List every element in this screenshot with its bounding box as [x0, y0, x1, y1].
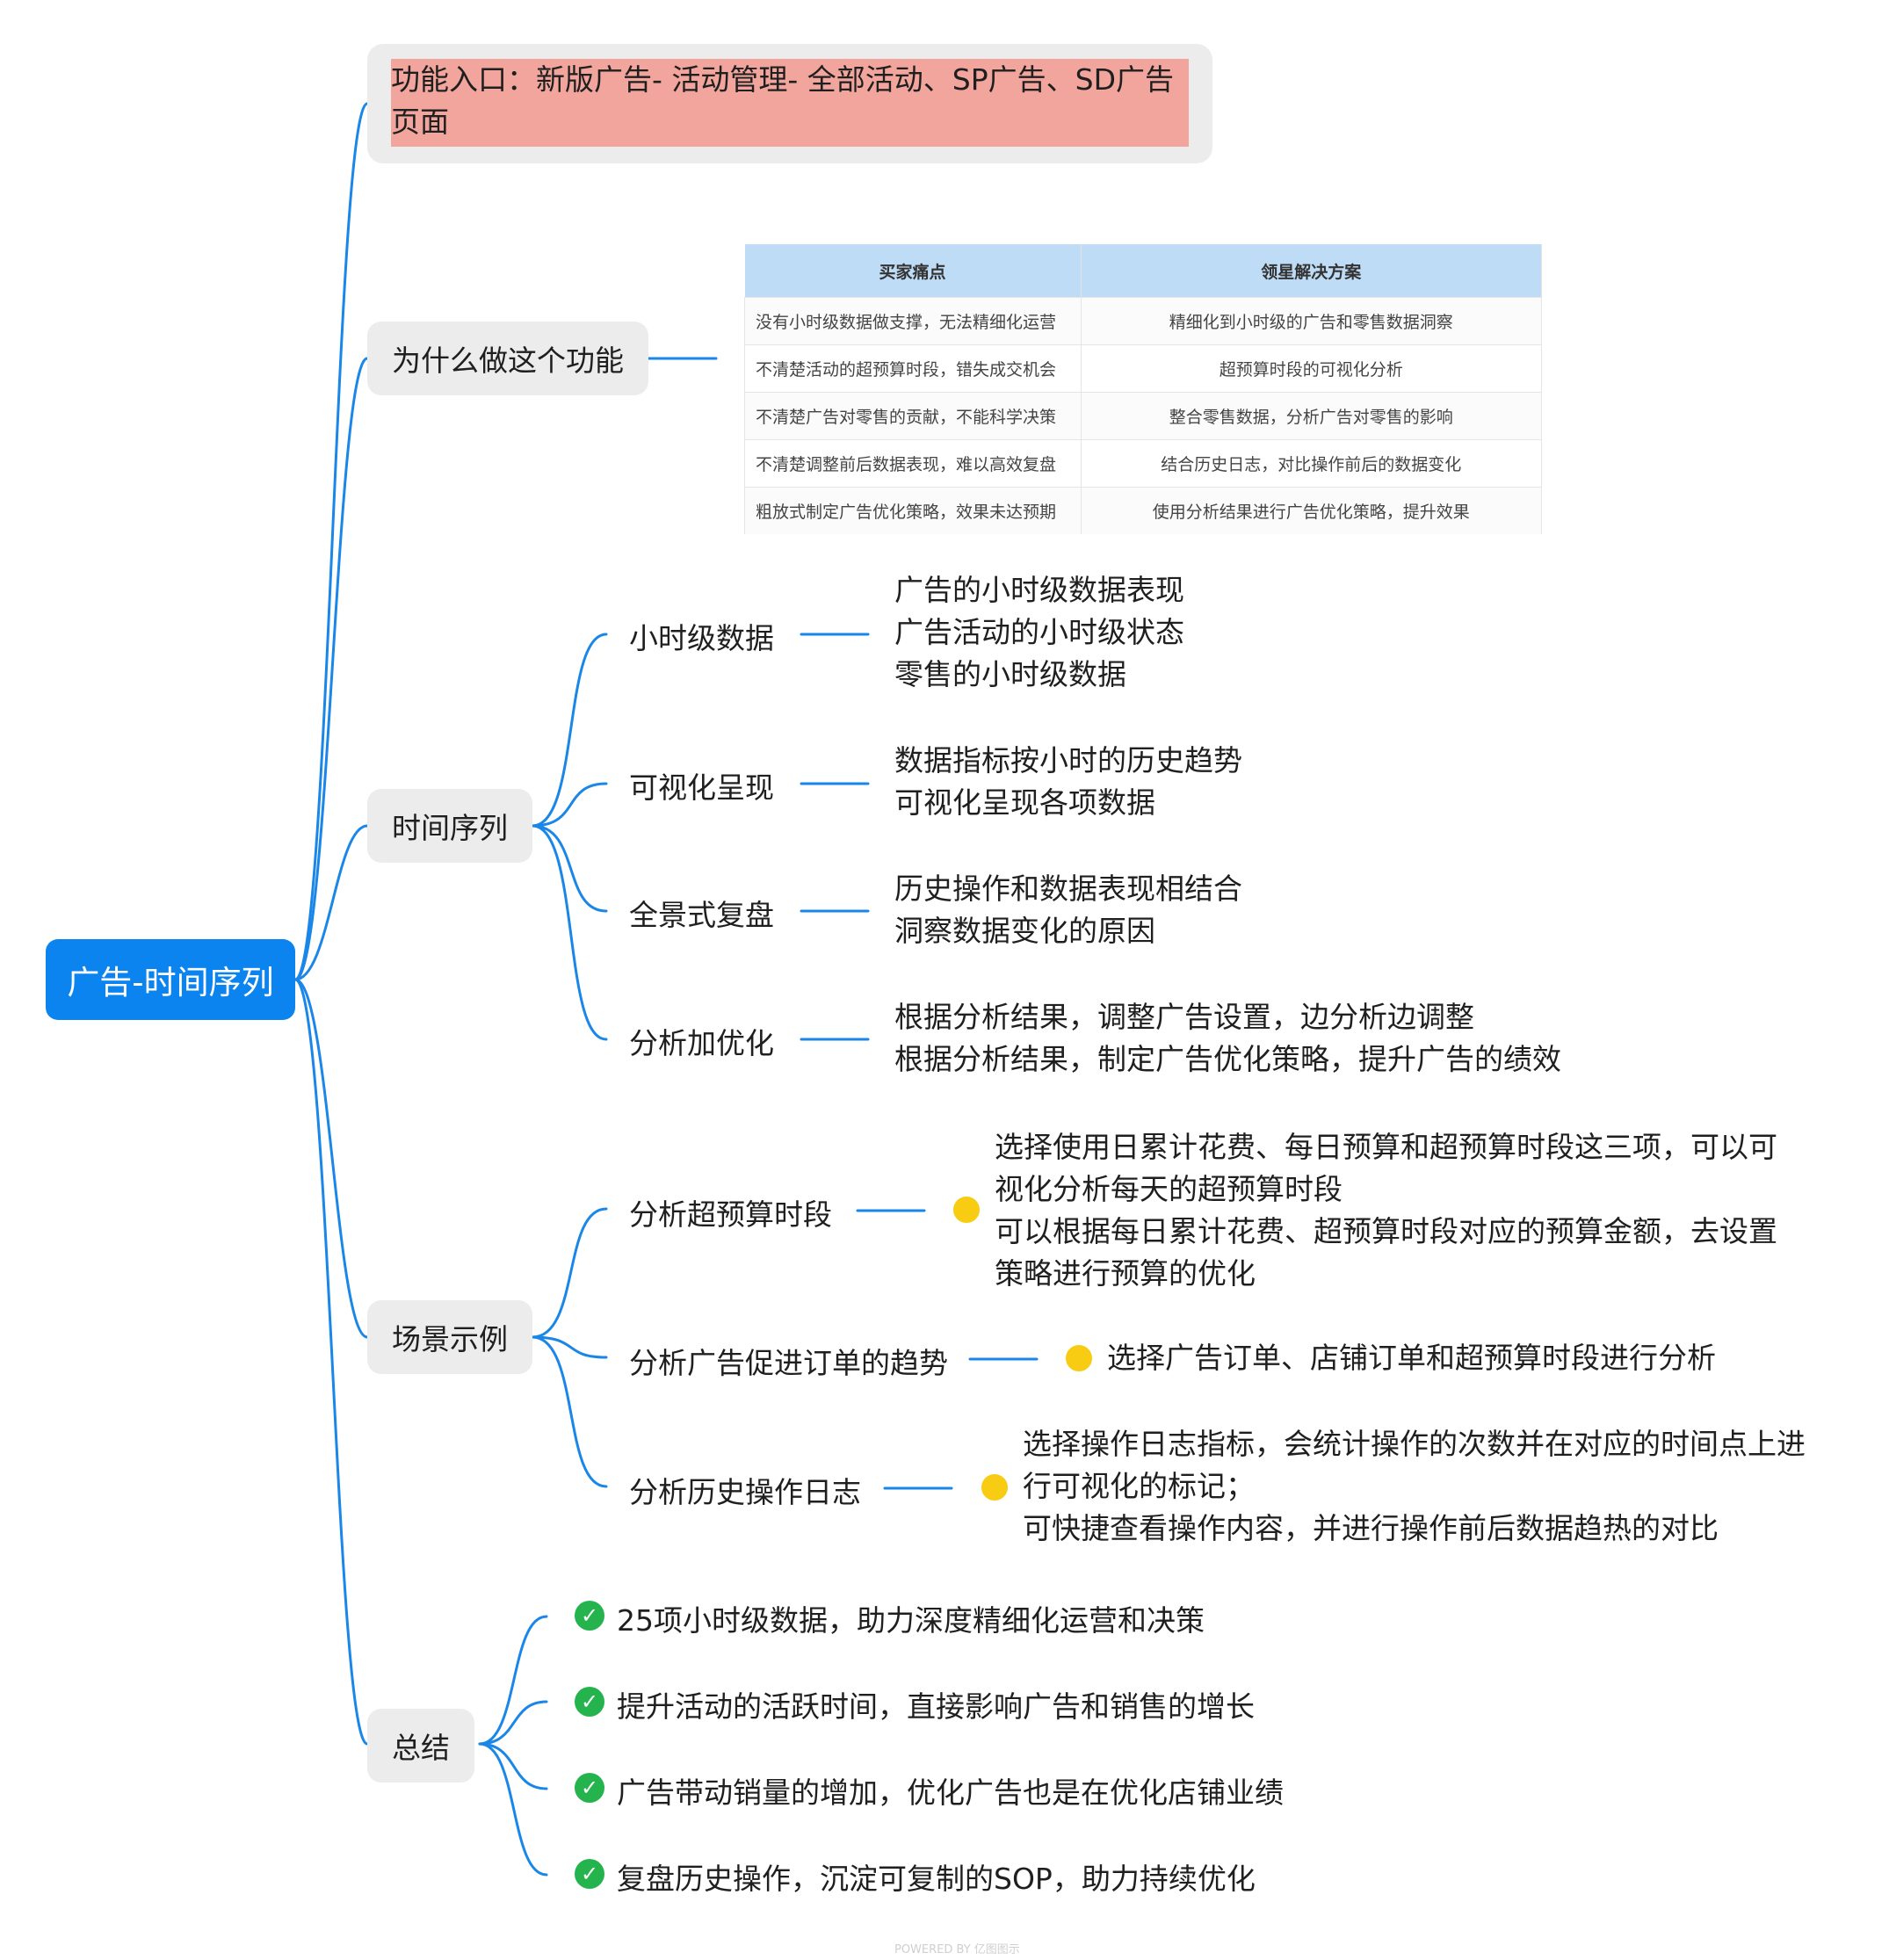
summary-item[interactable]: 25项小时级数据，助力深度精细化运营和决策 [617, 1603, 1205, 1638]
table-row: 不清楚调整前后数据表现，难以高效复盘 结合历史日志，对比操作前后的数据变化 [744, 439, 1542, 488]
root-label: 广告-时间序列 [67, 964, 274, 1002]
table-row: 不清楚广告对零售的贡献，不能科学决策 整合零售数据，分析广告对零售的影响 [744, 392, 1542, 440]
ts-leaf-hourly: 广告的小时级数据表现 广告活动的小时级状态 零售的小时级数据 [894, 569, 1184, 696]
ts-child-hourly[interactable]: 小时级数据 [629, 621, 774, 655]
timeseries-node[interactable]: 时间序列 [367, 789, 532, 863]
table-cell: 精细化到小时级的广告和零售数据洞察 [1081, 297, 1542, 345]
check-circle-icon: ✓ [575, 1687, 604, 1717]
why-node[interactable]: 为什么做这个功能 [367, 322, 648, 395]
leaf-line: 可视化呈现各项数据 [894, 785, 1155, 820]
scenarios-label: 场景示例 [392, 1322, 508, 1356]
sc-leaf-budget: 选择使用日累计花费、每日预算和超预算时段这三项，可以可视化分析每天的超预算时段 … [995, 1130, 1777, 1291]
table-row: 没有小时级数据做支撑，无法精细化运营 精细化到小时级的广告和零售数据洞察 [744, 297, 1542, 345]
edge-root-entry [293, 102, 369, 981]
table-row: 不清楚活动的超预算时段，错失成交机会 超预算时段的可视化分析 [744, 344, 1542, 393]
summary-item[interactable]: 提升活动的活跃时间，直接影响广告和销售的增长 [617, 1689, 1255, 1724]
leaf-line: 根据分析结果，调整广告设置，边分析边调整 [894, 1000, 1474, 1034]
leaf-line: 历史操作和数据表现相结合 [894, 872, 1242, 906]
sc-child-budget[interactable]: 分析超预算时段 [629, 1197, 832, 1232]
entry-node[interactable]: 功能入口：新版广告- 活动管理- 全部活动、SP广告、SD广告页面 [367, 44, 1212, 163]
edge-ts-1 [531, 633, 608, 828]
table-cell: 使用分析结果进行广告优化策略，提升效果 [1081, 487, 1542, 534]
sc-leaf-orders: 选择广告订单、店铺订单和超预算时段进行分析 [1107, 1341, 1716, 1375]
table-cell: 不清楚广告对零售的贡献，不能科学决策 [744, 392, 1082, 440]
powered-by-footer: POWERED BY 亿图图示 [894, 1943, 1020, 1956]
ts-child-review[interactable]: 全景式复盘 [629, 898, 774, 932]
check-circle-icon: ✓ [575, 1773, 604, 1803]
entry-text: 功能入口：新版广告- 活动管理- 全部活动、SP广告、SD广告页面 [391, 59, 1189, 147]
edge-root-summary [293, 978, 369, 1746]
ts-leaf-visual: 数据指标按小时的历史趋势 可视化呈现各项数据 [894, 740, 1242, 824]
edge-root-timeseries [293, 824, 369, 981]
edge-root-scenarios [293, 978, 369, 1339]
ts-child-visual[interactable]: 可视化呈现 [629, 770, 774, 805]
edge-ts-3 [531, 824, 608, 913]
check-circle-icon: ✓ [575, 1601, 604, 1631]
table-cell: 结合历史日志，对比操作前后的数据变化 [1081, 439, 1542, 488]
yellow-dot-icon [980, 1472, 1010, 1502]
leaf-line: 广告的小时级数据表现 [894, 573, 1184, 607]
leaf-line: 零售的小时级数据 [894, 657, 1126, 691]
leaf-line: 广告活动的小时级状态 [894, 615, 1184, 649]
table-cell: 整合零售数据，分析广告对零售的影响 [1081, 392, 1542, 440]
summary-item[interactable]: 广告带动销量的增加，优化广告也是在优化店铺业绩 [617, 1776, 1284, 1810]
table-header: 领星解决方案 [1081, 244, 1542, 298]
leaf-line: 数据指标按小时的历史趋势 [894, 743, 1242, 777]
scenarios-node[interactable]: 场景示例 [367, 1300, 532, 1374]
summary-item[interactable]: 复盘历史操作，沉淀可复制的SOP，助力持续优化 [617, 1862, 1256, 1896]
ts-leaf-review: 历史操作和数据表现相结合 洞察数据变化的原因 [894, 868, 1242, 952]
timeseries-label: 时间序列 [392, 811, 508, 845]
edge-sum-4 [478, 1742, 548, 1877]
table-cell: 没有小时级数据做支撑，无法精细化运营 [744, 297, 1082, 345]
sc-child-logs[interactable]: 分析历史操作日志 [629, 1475, 861, 1509]
edge-sc-1 [531, 1207, 608, 1339]
table-header: 买家痛点 [744, 244, 1082, 298]
ts-child-optimize[interactable]: 分析加优化 [629, 1026, 774, 1060]
edge-ts-4 [531, 824, 608, 1041]
summary-label: 总结 [392, 1731, 450, 1765]
leaf-line: 根据分析结果，制定广告优化策略，提升广告的绩效 [894, 1042, 1561, 1076]
edge-sum-2 [478, 1700, 548, 1746]
table-cell: 不清楚活动的超预算时段，错失成交机会 [744, 344, 1082, 393]
edge-sum-1 [478, 1615, 548, 1746]
pain-solution-table: 买家痛点 领星解决方案 没有小时级数据做支撑，无法精细化运营 精细化到小时级的广… [744, 244, 1542, 534]
edge-sc-3 [531, 1335, 608, 1488]
table-cell: 不清楚调整前后数据表现，难以高效复盘 [744, 439, 1082, 488]
edge-sum-3 [478, 1742, 548, 1790]
table-cell: 粗放式制定广告优化策略，效果未达预期 [744, 487, 1082, 534]
edge-root-why [293, 357, 369, 981]
yellow-dot-icon [1064, 1343, 1094, 1373]
table-row: 粗放式制定广告优化策略，效果未达预期 使用分析结果进行广告优化策略，提升效果 [744, 487, 1542, 534]
table-cell: 超预算时段的可视化分析 [1081, 344, 1542, 393]
root-node[interactable]: 广告-时间序列 [46, 939, 295, 1020]
edge-sc-2 [531, 1335, 608, 1359]
sc-leaf-logs: 选择操作日志指标，会统计操作的次数并在对应的时间点上进行可视化的标记； 可快捷查… [1023, 1427, 1806, 1545]
sc-child-orders[interactable]: 分析广告促进订单的趋势 [629, 1346, 948, 1380]
check-circle-icon: ✓ [575, 1859, 604, 1889]
why-label: 为什么做这个功能 [392, 344, 624, 378]
edge-ts-2 [531, 782, 608, 828]
summary-node[interactable]: 总结 [367, 1709, 474, 1783]
yellow-dot-icon [952, 1195, 981, 1225]
ts-leaf-optimize: 根据分析结果，调整广告设置，边分析边调整 根据分析结果，制定广告优化策略，提升广… [894, 996, 1561, 1081]
leaf-line: 洞察数据变化的原因 [894, 914, 1155, 948]
